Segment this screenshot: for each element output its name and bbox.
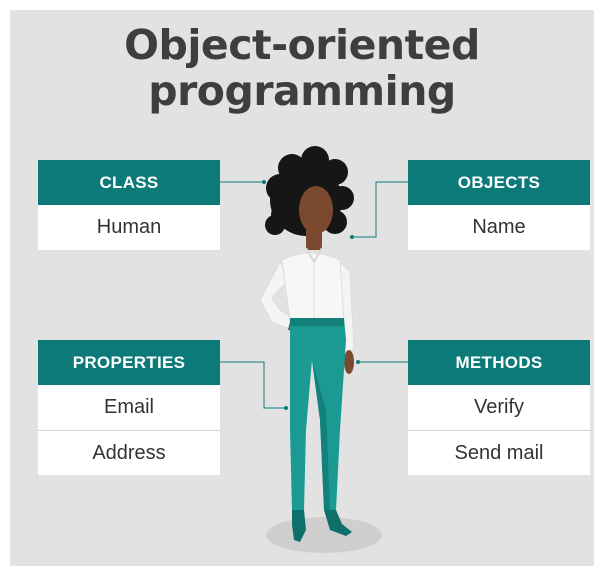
class-box: CLASS Human (38, 160, 220, 250)
methods-item: Verify (408, 385, 590, 430)
objects-item: Name (408, 205, 590, 250)
floor-shadow (266, 517, 382, 553)
blouse (281, 252, 345, 323)
connector-dot (350, 235, 354, 239)
title-line-1: Object-oriented (124, 21, 480, 69)
trouser-shade (312, 360, 330, 510)
properties-header: PROPERTIES (38, 340, 220, 385)
properties-item: Address (38, 430, 220, 475)
waistband (290, 318, 344, 326)
connector-dot (356, 360, 360, 364)
methods-box: METHODS Verify Send mail (408, 340, 590, 475)
connector-lines (220, 181, 408, 409)
properties-box: PROPERTIES Email Address (38, 340, 220, 475)
infographic-panel: Object-oriented programming (10, 10, 594, 566)
methods-item: Send mail (408, 430, 590, 475)
objects-box: OBJECTS Name (408, 160, 590, 250)
methods-header: METHODS (408, 340, 590, 385)
class-item: Human (38, 205, 220, 250)
connector-dot (262, 180, 266, 184)
connector-dot (284, 406, 288, 410)
class-header: CLASS (38, 160, 220, 205)
face (299, 186, 333, 234)
properties-item: Email (38, 385, 220, 430)
woman-illustration (220, 146, 408, 553)
page-title: Object-oriented programming (10, 22, 594, 114)
connector-objects (352, 181, 408, 238)
right-shoe (324, 510, 352, 536)
trousers (290, 318, 346, 510)
objects-header: OBJECTS (408, 160, 590, 205)
title-line-2: programming (148, 67, 456, 115)
left-shoe (292, 510, 306, 542)
connector-properties (220, 361, 286, 409)
neck (306, 228, 322, 250)
right-hand (344, 350, 354, 374)
